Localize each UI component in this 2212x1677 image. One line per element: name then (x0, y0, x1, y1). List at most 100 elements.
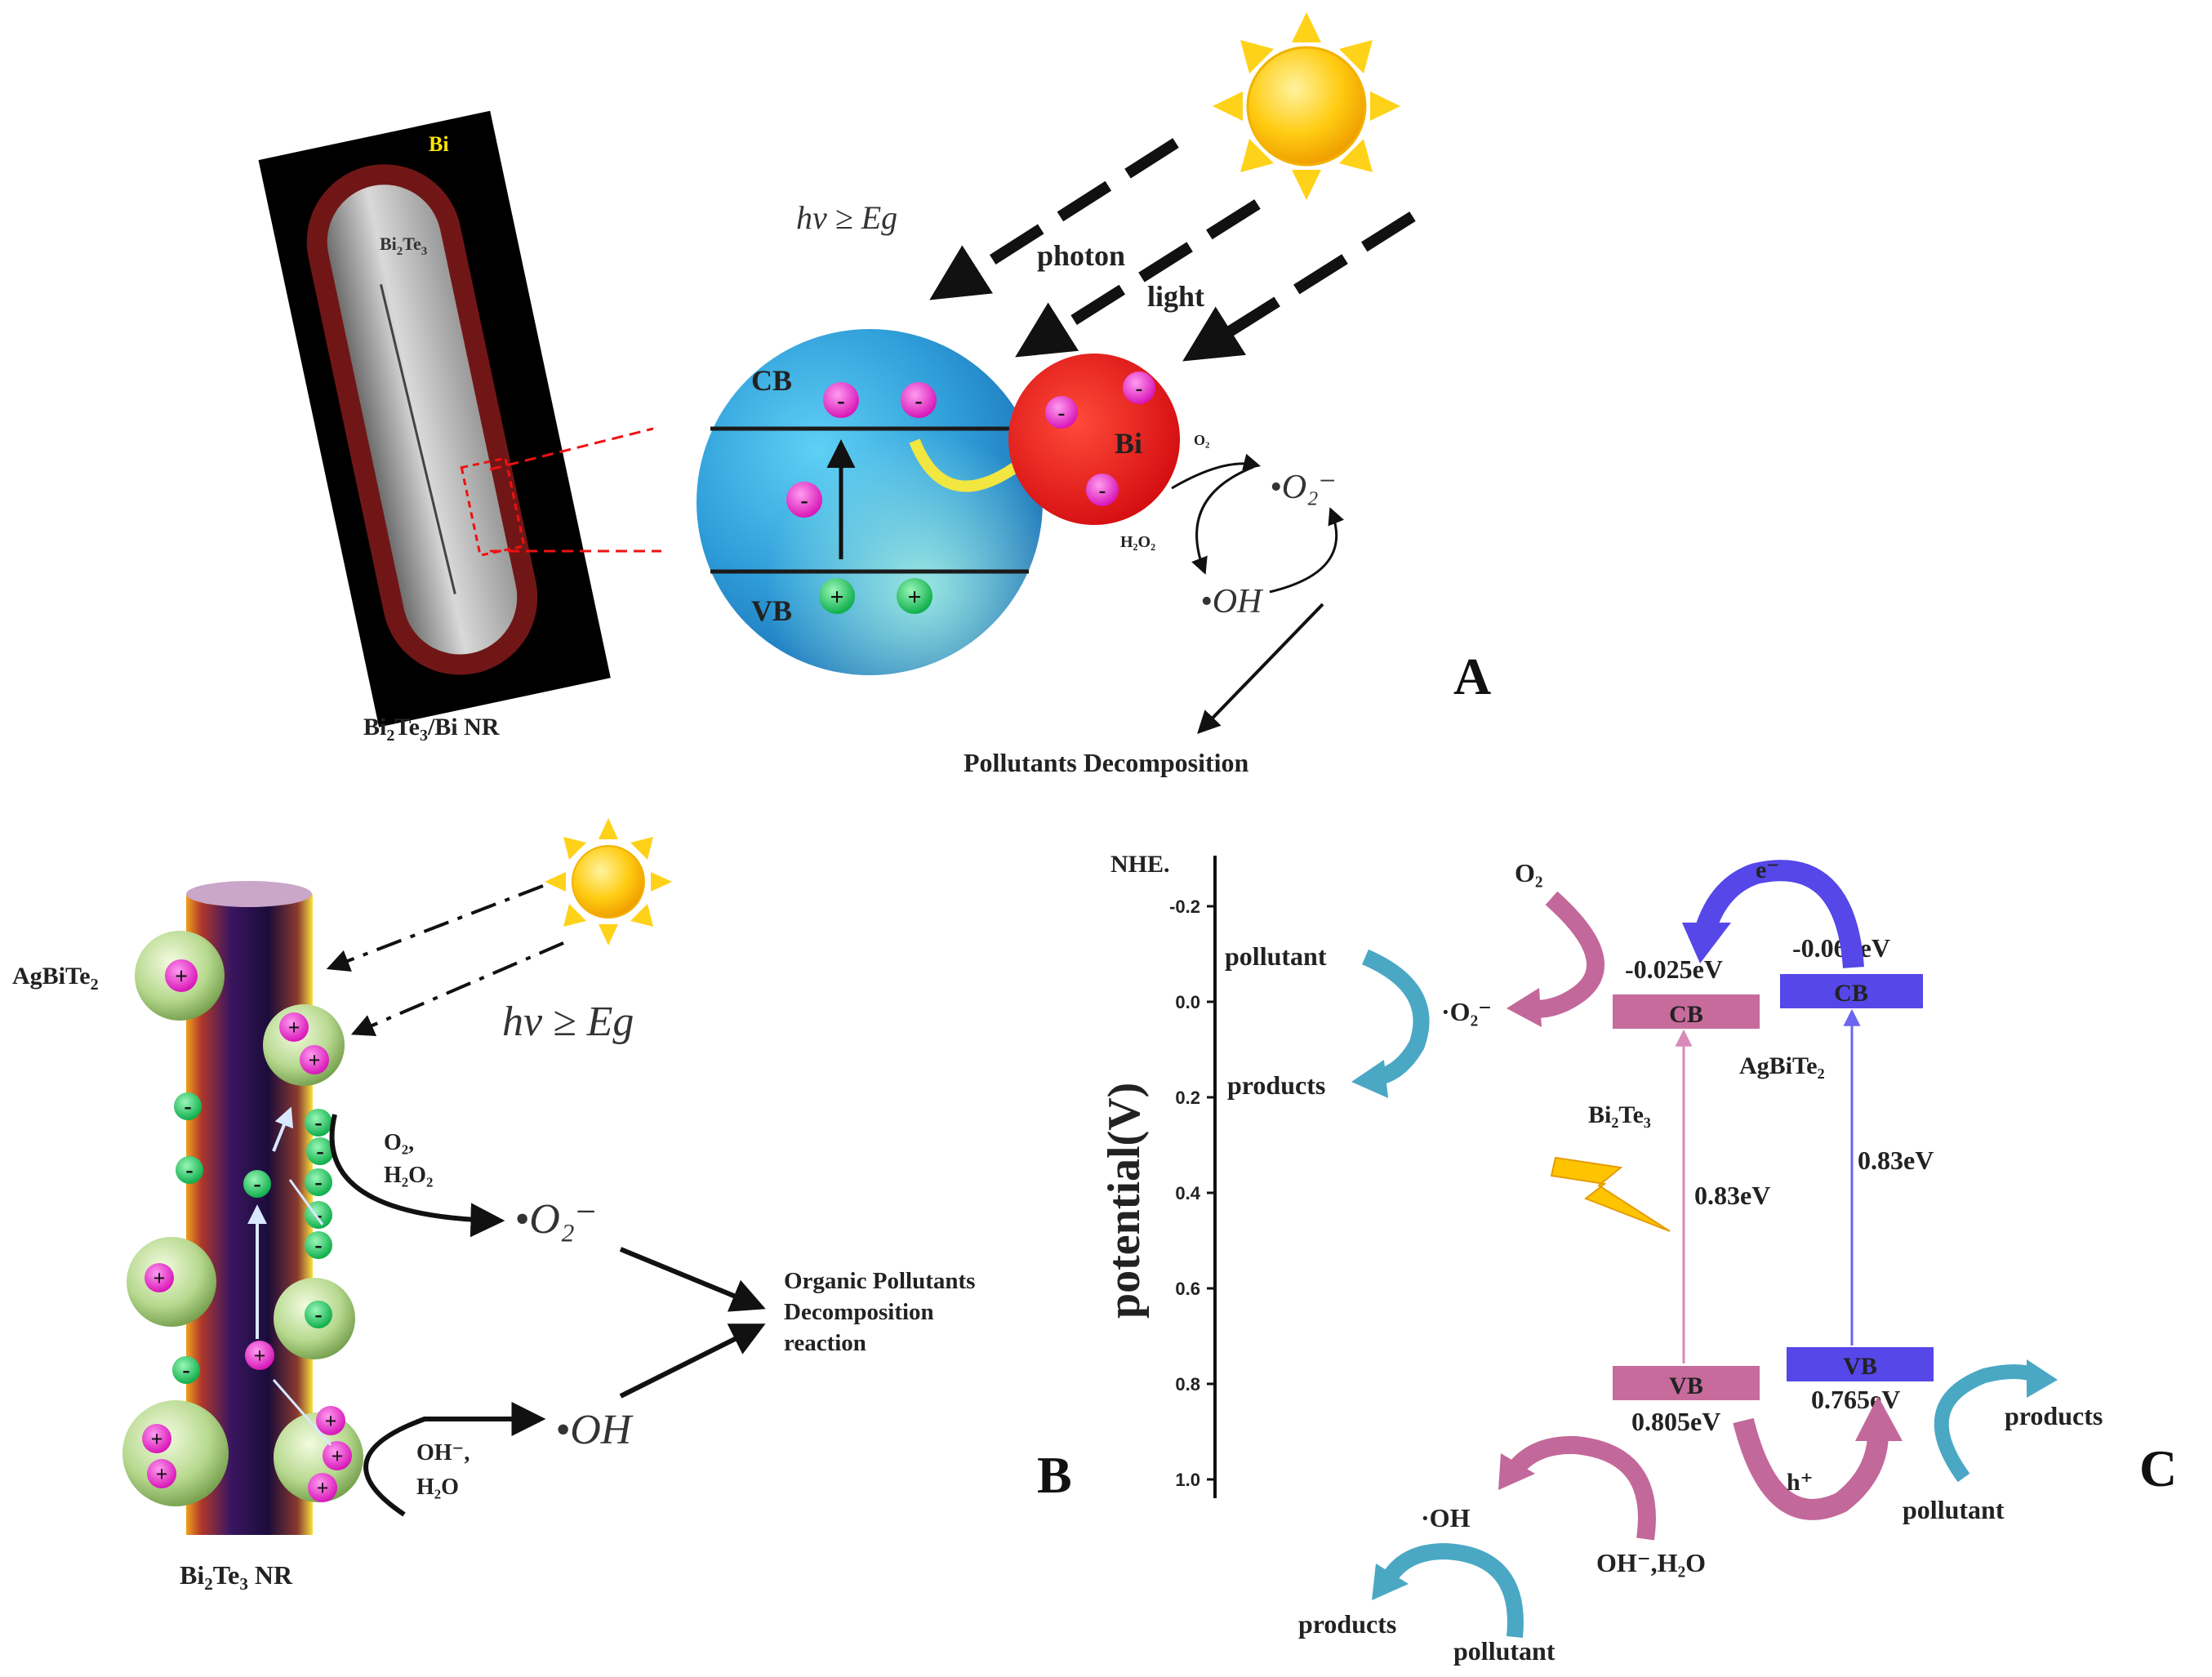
hole: + (245, 1341, 274, 1370)
bi2te3-cb-label: CB (1669, 1001, 1703, 1028)
electron: - (306, 1137, 334, 1165)
svg-text:-: - (800, 488, 808, 514)
migration-arrow (272, 1106, 294, 1152)
decomposition-arrow (619, 1247, 766, 1312)
svg-text:-: - (314, 1170, 322, 1195)
hole: + (300, 1045, 329, 1074)
svg-text:-: - (184, 1094, 191, 1119)
electron-transfer-arrow (909, 438, 1033, 492)
o2-reduction-arrowhead (1507, 988, 1542, 1027)
hole: + (165, 959, 198, 992)
svg-text:-: - (314, 1233, 322, 1258)
svg-text:+: + (175, 964, 188, 990)
products-label-right: products (2005, 1401, 2103, 1430)
electron: - (1045, 396, 1078, 429)
electron-transfer-arrowhead (1682, 923, 1731, 963)
panel-b: + + + + + + + + + + - - - - - - - - - - … (12, 818, 1072, 1594)
axis-tick-label: 0.8 (1175, 1374, 1200, 1395)
svg-text:-: - (915, 389, 922, 414)
hole: + (279, 1012, 309, 1042)
hole: + (147, 1459, 176, 1488)
superoxide-radical: •O₂⁻ (514, 1196, 597, 1243)
o2-label: O₂ (1515, 858, 1542, 887)
decomposition-arrow (619, 1323, 766, 1399)
agbite2-vb-value: 0.765eV (1811, 1385, 1900, 1414)
pollutant-label-bottom: pollutant (1453, 1636, 1556, 1666)
pollutant-degradation-arrowhead (2027, 1359, 2058, 1398)
hole: + (819, 578, 855, 614)
agbite2-cb-label: CB (1834, 980, 1868, 1007)
sun-icon (1213, 12, 1400, 200)
photon-label: photon (1037, 239, 1125, 272)
svg-text:-: - (314, 1302, 322, 1328)
oh-h2o-label: OH⁻,H₂O (1596, 1548, 1706, 1577)
panel-c: -0.20.00.20.40.60.81.0 NHE. potential(V)… (1099, 851, 2177, 1666)
oh-oxidation-arrow (1507, 1435, 1656, 1541)
panel-b-label: B (1037, 1446, 1072, 1504)
nhe-label: NHE. (1110, 851, 1170, 878)
nanorod-core-label: Bi2Te3 (380, 234, 427, 258)
svg-text:-: - (1099, 478, 1106, 502)
superoxide-radical: ·O₂⁻ (1441, 997, 1492, 1026)
bi2te3-cb-value: -0.025eV (1625, 954, 1723, 984)
superoxide-radical: •O₂⁻ (1270, 469, 1337, 506)
svg-text:-: - (837, 389, 844, 414)
axis-tick-label: 0.4 (1175, 1183, 1200, 1203)
hole: + (323, 1441, 352, 1470)
svg-text:+: + (154, 1266, 166, 1290)
h2o2-label: H₂O₂ (1120, 533, 1155, 551)
light-arrow (350, 941, 564, 1036)
bi2te3-label: Bi₂Te₃ (1588, 1101, 1651, 1128)
electron: - (901, 382, 937, 418)
axis-tick-label: 0.2 (1175, 1088, 1200, 1108)
agbite2-vb-label: VB (1843, 1353, 1877, 1380)
agbite2-particle (122, 1400, 229, 1506)
agbite2-vb-band (1787, 1347, 1934, 1381)
electron: - (172, 1356, 200, 1384)
pollutant-label-top: pollutant (1225, 941, 1327, 971)
svg-text:-: - (316, 1139, 323, 1164)
bi2te3-nr-caption: Bi2Te3 NR (180, 1560, 293, 1594)
bi2te3-bi-nanorod-image (258, 110, 611, 727)
o2-reaction-arrow (329, 1114, 505, 1238)
electron: - (174, 1092, 202, 1120)
light-label: light (1147, 280, 1204, 313)
organic-pollutants-label-3: reaction (784, 1330, 866, 1356)
products-label-top: products (1227, 1070, 1325, 1100)
pollutant-degradation-arrowhead (1372, 1564, 1409, 1600)
light-arrow (326, 884, 544, 972)
pollutant-degradation-arrow (1361, 949, 1430, 1086)
oh-oxidation-arrowhead (1498, 1453, 1535, 1490)
bi-label: Bi (1115, 427, 1142, 460)
hole: + (142, 1424, 171, 1453)
panel-a-label: A (1453, 647, 1491, 705)
electron: - (243, 1170, 271, 1198)
axis-tick-label: 1.0 (1175, 1470, 1200, 1490)
agbite2-label: AgBiTe₂ (1739, 1052, 1825, 1079)
o2-h2o2-label: O₂, (384, 1130, 414, 1155)
cycle-arrow (1269, 507, 1344, 594)
oh-h2o-label-2: H₂O (416, 1475, 459, 1500)
e-minus-label: e⁻ (1756, 856, 1779, 883)
vb-label: VB (751, 594, 792, 627)
svg-text:+: + (254, 1344, 266, 1368)
hv-eg-label: hν ≥ Eg (796, 199, 897, 236)
zoom-line-top (489, 427, 654, 471)
oh-reaction-arrow (363, 1402, 546, 1517)
pollutant-degradation-arrowhead (1351, 1060, 1388, 1098)
nanorod-caption: Bi2Te3/Bi NR (363, 714, 500, 745)
panel-a: Bi Bi2Te3 Bi2Te3/Bi NR (258, 12, 1491, 777)
pollutant-label-right: pollutant (1903, 1495, 2005, 1524)
o2-h2o2-label-2: H₂O₂ (384, 1163, 433, 1188)
svg-text:-: - (253, 1172, 260, 1197)
svg-text:+: + (332, 1444, 344, 1468)
organic-pollutants-label-2: Decomposition (784, 1299, 934, 1325)
axis-tick-label: 0.6 (1175, 1279, 1200, 1299)
panel-c-label: C (2139, 1439, 2177, 1497)
electron: - (1123, 371, 1155, 404)
electron: - (305, 1231, 332, 1259)
hole-transfer-arrowhead (1855, 1396, 1903, 1441)
pollutant-degradation-arrow (1934, 1364, 2041, 1483)
migration-arrow (272, 1379, 332, 1446)
